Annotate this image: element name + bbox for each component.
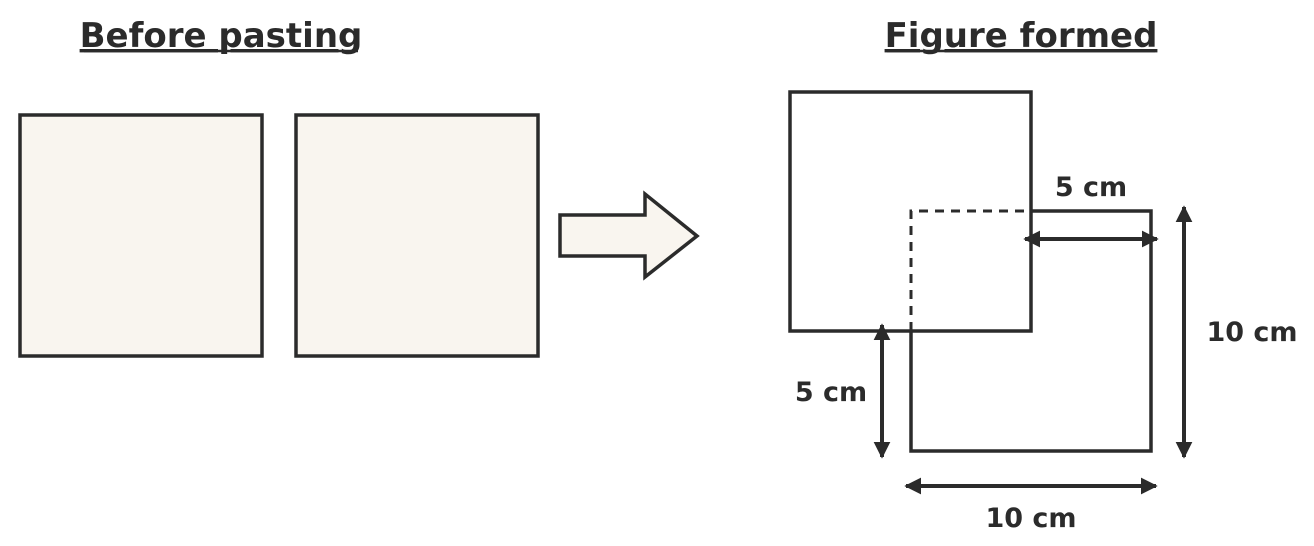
overlap-top-label: 5 cm [1055, 172, 1127, 203]
bottom-square-hidden-edges [909, 209, 1031, 331]
height-label: 10 cm [1206, 317, 1297, 348]
bottom-square-visible-edges [909, 209, 1153, 453]
paper-square-left [18, 113, 264, 358]
before-pasting-heading: Before pasting [80, 16, 363, 56]
paper-square-right [294, 113, 540, 358]
figure-formed-heading: Figure formed [885, 16, 1158, 56]
width-label: 10 cm [985, 503, 1076, 534]
right-arrow-icon [558, 190, 700, 281]
overlap-left-label: 5 cm [795, 377, 867, 408]
